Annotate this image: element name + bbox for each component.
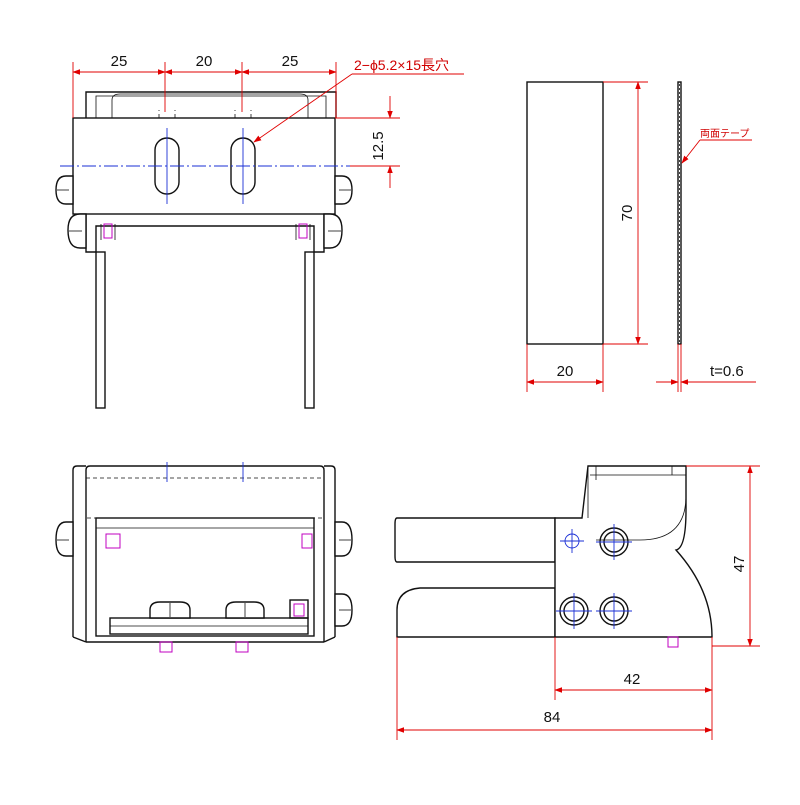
screw-head-left-upper [55,175,74,205]
tape-strip [677,81,682,345]
bracket-body [554,465,713,638]
right-view: 47 42 84 [394,465,760,740]
dim-side-width: 20 [557,363,574,380]
inner-box [95,517,315,637]
screw-head-right-upper [334,175,353,205]
dim-right-width: 42 [624,671,641,688]
side-view: 70 20 t=0.6 両面テープ [526,81,756,392]
dim-side-height: 70 [619,205,636,222]
dim-thickness: t=0.6 [710,363,744,380]
leg-left [95,251,106,409]
dim-front-width-1: 25 [111,53,128,70]
leg-right [304,251,315,409]
plan-view [55,462,353,653]
screw-head-left-lower [67,213,87,249]
slot-callout: 2−ϕ5.2×15長穴 [354,57,449,73]
dim-front-width-3: 25 [282,53,299,70]
dim-slot-offset: 12.5 [370,131,387,160]
dim-front-width-2: 20 [196,53,213,70]
dim-total-length: 84 [544,709,561,726]
front-view: 25 20 25 2−ϕ5.2×15長穴 12.5 [55,53,464,409]
dim-right-height: 47 [731,556,748,573]
screw-head-right-lower [323,213,343,249]
tape-callout: 両面テープ [700,128,749,140]
side-plate [526,81,604,345]
